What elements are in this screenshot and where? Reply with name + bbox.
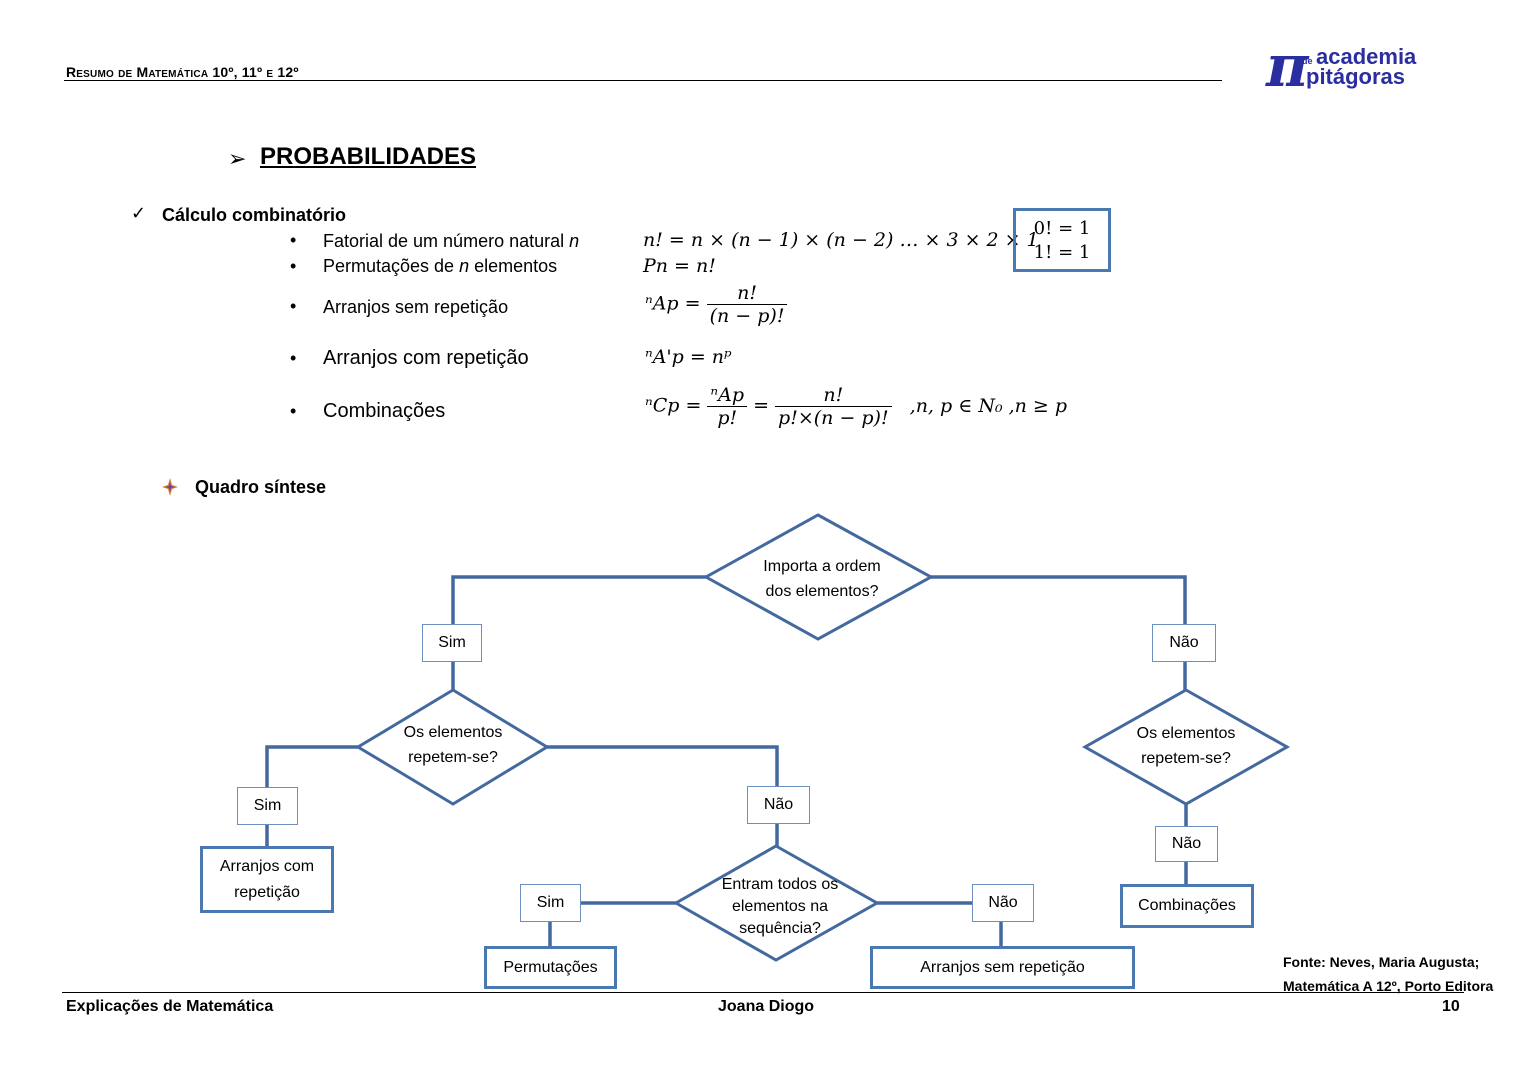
diamond-left-text: Os elementos repetem-se? — [403, 724, 503, 766]
connector-left-nao — [547, 745, 779, 786]
bullet-dot-icon: • — [290, 256, 297, 276]
list-item-arranjos-sem: Arranjos sem repetição — [323, 297, 509, 317]
arrow-bullet-icon: ➢ — [228, 146, 247, 171]
connector-top-left — [451, 575, 706, 624]
label-sim-top: Sim — [422, 624, 482, 662]
connector-top-right — [931, 575, 1187, 624]
arranjo-sem-formula: ⁿAp = n!(n − p)! — [645, 282, 788, 327]
quadro-sintese-title: Quadro síntese — [195, 477, 327, 497]
pi-logo-icon: π — [1266, 32, 1309, 100]
label-sim-bottom: Sim — [520, 884, 581, 922]
star-bullet-icon — [162, 478, 178, 496]
section-title: PROBABILIDADES — [260, 143, 477, 170]
list-item-permutations: Permutações de n elementos — [323, 256, 558, 276]
result-permutacoes: Permutações — [484, 946, 617, 989]
result-arranjos-com-repeticao: Arranjos com repetição — [200, 846, 334, 913]
footer-rule — [62, 992, 1464, 993]
connector-left-sim — [265, 745, 358, 787]
checkmark-icon: ✓ — [131, 203, 147, 223]
diamond-right — [1081, 688, 1291, 806]
label-nao-top: Não — [1152, 624, 1216, 662]
page-number: 10 — [1442, 998, 1460, 1015]
label-nao-right: Não — [1155, 826, 1218, 862]
diamond-bottom — [672, 844, 881, 962]
bullet-dot-icon: • — [290, 348, 297, 368]
list-item-factorial: Fatorial de um número natural n — [323, 231, 580, 251]
arranjo-com-formula: ⁿA'p = nᵖ — [645, 346, 732, 368]
header-rule — [64, 80, 1222, 81]
source-citation: Fonte: Neves, Maria Augusta; Matemática … — [1283, 954, 1494, 994]
bullet-dot-icon: • — [290, 401, 297, 421]
logo-line-2: pitágoras — [1306, 64, 1406, 89]
permutation-formula: Pn = n! — [643, 255, 716, 277]
logo-line-1: academia — [1316, 44, 1417, 69]
result-combinacoes: Combinações — [1120, 884, 1254, 928]
diamond-right-text: Os elementos repetem-se? — [1136, 725, 1236, 767]
label-nao-bottom: Não — [972, 884, 1034, 922]
factorial-zero-one-box: 0! = 1 1! = 1 — [1013, 208, 1111, 272]
diamond-left — [355, 688, 550, 806]
document-header-title: Resumo de Matemática 10º, 11º e 12º — [66, 64, 299, 80]
list-item-combinacoes: Combinações — [323, 400, 446, 422]
label-sim-left: Sim — [237, 787, 298, 825]
list-item-arranjos-com: Arranjos com repetição — [323, 347, 529, 369]
bullet-dot-icon: • — [290, 230, 297, 250]
footer-left-text: Explicações de Matemática — [66, 998, 274, 1015]
footer-author: Joana Diogo — [718, 998, 815, 1015]
bullet-dot-icon: • — [290, 296, 297, 316]
diamond-bottom-text: Entram todos os elementos na sequência? — [721, 876, 839, 937]
logo-de-text: de — [1302, 56, 1313, 66]
result-arranjos-sem-repeticao: Arranjos sem repetição — [870, 946, 1135, 989]
diamond-top — [702, 513, 935, 641]
academia-pitagoras-logo: π de academia pitágoras — [1266, 36, 1436, 98]
factorial-formula: n! = n × (n − 1) × (n − 2) … × 3 × 2 × 1 — [643, 229, 1039, 251]
diamond-top-text: Importa a ordem dos elementos? — [763, 558, 881, 600]
subsection-title: Cálculo combinatório — [162, 205, 347, 225]
label-nao-left: Não — [747, 786, 810, 824]
